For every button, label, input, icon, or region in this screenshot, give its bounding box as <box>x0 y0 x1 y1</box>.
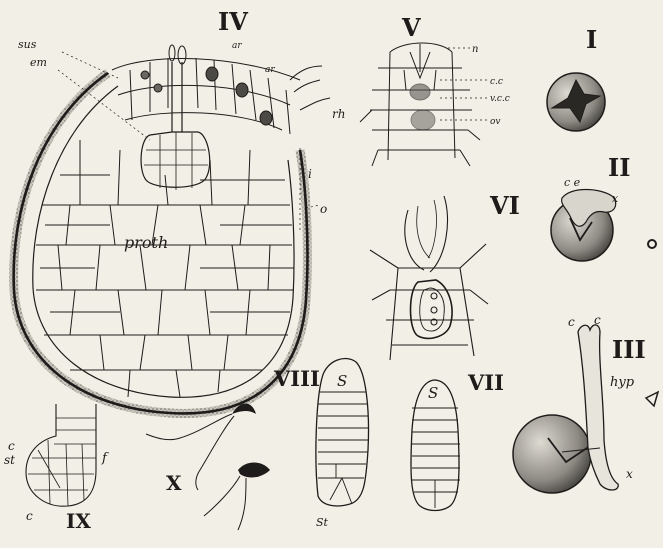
label-st-ix: st <box>4 453 15 467</box>
figure-ix: c st f c IX <box>4 404 109 533</box>
figure-vii: S VII <box>411 370 504 511</box>
embryo <box>141 62 210 190</box>
numeral-ix: IX <box>66 509 91 533</box>
figure-vi: VI <box>370 191 520 360</box>
numeral-vii: VII <box>467 370 504 395</box>
label-hyp: hyp <box>610 375 635 390</box>
label-ov: ov <box>490 117 501 127</box>
label-c2-ix: c <box>26 509 33 523</box>
label-vcc: v.c.c <box>490 94 510 104</box>
label-n: n <box>472 44 478 55</box>
prothallus-cells <box>36 140 294 397</box>
label-ar-2: ar <box>265 65 275 75</box>
archegonia-row <box>112 45 300 134</box>
label-sus: sus <box>18 38 37 51</box>
label-cc: c.c <box>490 77 503 87</box>
label-c2-iii: c <box>594 313 601 327</box>
label-x-iii: x <box>626 467 633 481</box>
figure-v: n c.c v.c.c ov V <box>360 13 510 166</box>
figure-viii: S St VIII <box>273 359 369 529</box>
label-s-vii: S <box>428 384 438 402</box>
label-i: i <box>308 167 312 181</box>
label-ce: c e <box>564 176 581 189</box>
figure-iii: c c hyp x III <box>513 313 658 493</box>
figure-ii: c e x II <box>551 153 656 261</box>
label-ar-1: ar <box>232 41 242 51</box>
label-em: em <box>30 56 47 69</box>
label-o: o <box>320 202 327 216</box>
numeral-iii: III <box>612 335 646 364</box>
figure-i: I <box>547 25 605 131</box>
label-proth: proth <box>124 233 168 252</box>
label-s-viii: S <box>337 372 347 390</box>
figure-iv: sus em ar ar rh i o proth IV <box>14 7 346 413</box>
numeral-iv: IV <box>218 7 248 36</box>
label-st-viii: St <box>316 516 329 529</box>
label-c1-iii: c <box>568 315 575 329</box>
label-c1-ix: c <box>8 439 15 453</box>
numeral-x: X <box>166 471 182 495</box>
numeral-ii: II <box>608 153 630 182</box>
rhizoids <box>290 66 330 110</box>
numeral-viii: VIII <box>273 366 320 391</box>
numeral-v: V <box>401 13 421 42</box>
label-x-ii: x <box>612 192 619 205</box>
label-f: f <box>101 451 109 466</box>
figure-x: X <box>146 404 270 531</box>
label-rh: rh <box>332 107 345 121</box>
numeral-i: I <box>586 25 597 54</box>
numeral-vi: VI <box>489 191 520 220</box>
